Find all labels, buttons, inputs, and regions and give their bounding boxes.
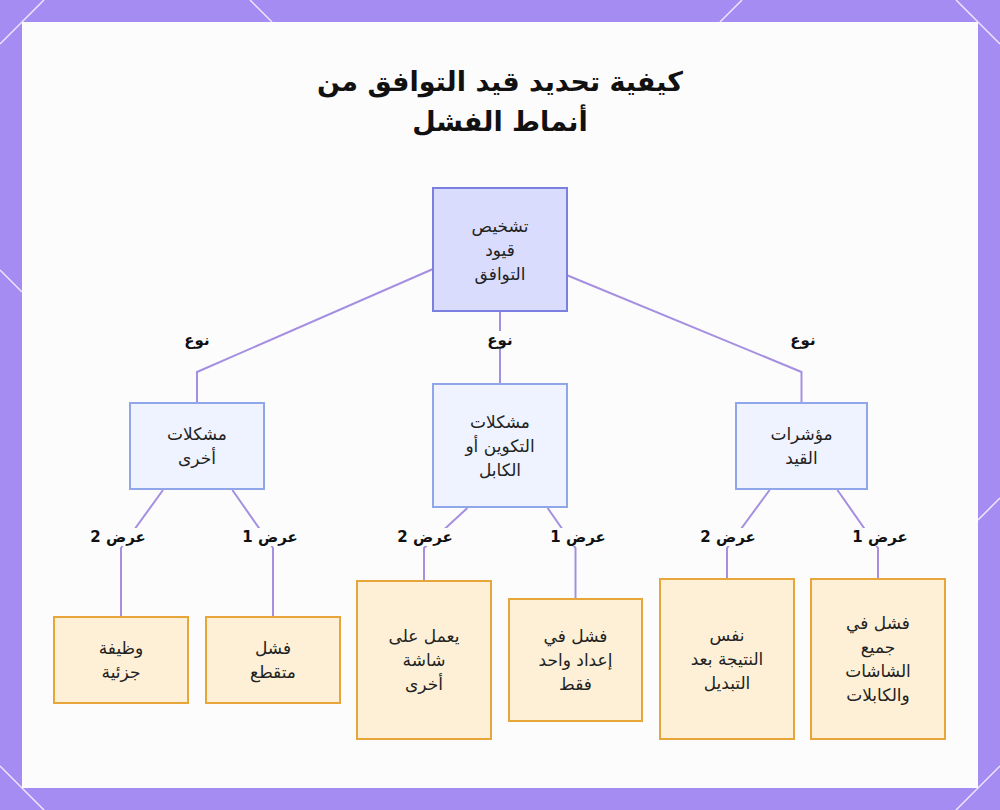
corner-line [978,498,1000,520]
node-text: فشل في جميع الشاشات والكابلات [836,611,920,707]
corner-line [250,0,272,22]
corner-line [0,766,44,810]
connector-line [565,275,801,403]
node-text: مؤشرات القيد [761,422,842,470]
node-text: مشكلات التكوين أو الكابل [458,410,542,482]
connector-line [548,508,576,598]
diagram-title: كيفية تحديد قيد التوافق من أنماط الفشل [300,62,700,142]
symptom-box: نفس النتيجة بعد التبديل [659,578,795,740]
node-text: يعمل على شاشة أخرى [382,624,466,696]
connector-line [197,268,435,402]
corner-line [956,766,1000,810]
edge-label: نوع [788,331,817,349]
edge-label: نوع [182,331,211,349]
corner-line [956,0,1000,44]
symptom-box: فشل في جميع الشاشات والكابلات [810,578,946,740]
category-box: مشكلات التكوين أو الكابل [432,383,568,508]
edge-label: عرض 1 [548,528,607,546]
symptom-box: فشل في إعداد واحد فقط [508,598,643,722]
edge-label: عرض 2 [698,528,757,546]
edge-label: عرض 1 [850,528,909,546]
category-box: مشكلات أخرى [129,402,265,490]
category-box: مؤشرات القيد [735,402,868,490]
edge-label: عرض 1 [240,528,299,546]
symptom-box: وظيفة جزئية [53,616,189,704]
node-text: نفس النتيجة بعد التبديل [685,623,769,695]
node-text: وظيفة جزئية [79,636,163,684]
node-text: فشل في إعداد واحد فقط [534,624,617,696]
connector-line [232,490,273,616]
corner-line [0,270,22,292]
edge-label: عرض 2 [88,528,147,546]
connector-line [121,490,163,616]
symptom-box: فشل متقطع [205,616,341,704]
corner-line [720,0,742,22]
corner-line [0,0,44,44]
symptom-box: يعمل على شاشة أخرى [356,580,492,740]
edge-label: عرض 2 [395,528,454,546]
node-text: مشكلات أخرى [155,422,239,470]
node-text: تشخيص قيود التوافق [464,214,536,286]
root-box: تشخيص قيود التوافق [432,187,568,312]
node-text: فشل متقطع [231,636,315,684]
edge-label: نوع [485,331,514,349]
